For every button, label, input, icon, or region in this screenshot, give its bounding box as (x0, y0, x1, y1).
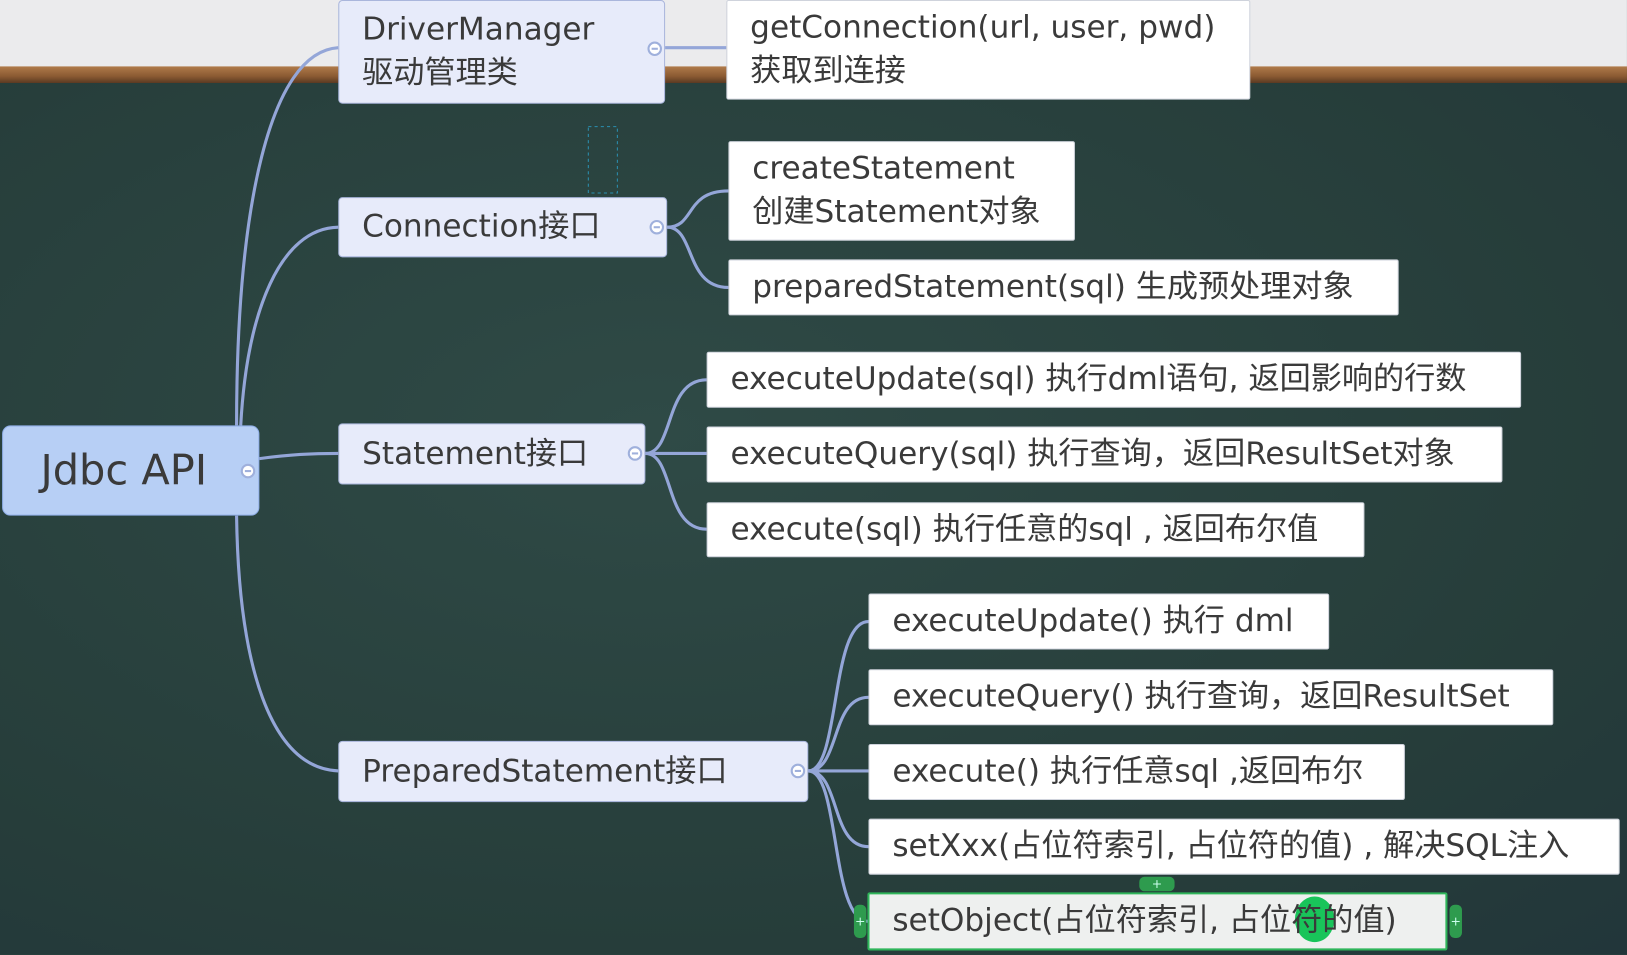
collapse-icon[interactable] (647, 41, 662, 57)
connector (235, 46, 339, 426)
subtopic-label: executeUpdate(sql) 执行dml语句, 返回影响的行数 (730, 361, 1467, 398)
connector (239, 225, 339, 426)
subtopic-getconnection[interactable]: getConnection(url, user, pwd) 获取到连接 (726, 0, 1251, 100)
subtopic-execute-sql[interactable]: execute(sql) 执行任意的sql , 返回布尔值 (706, 502, 1365, 558)
subtopic-executeupdate[interactable]: executeUpdate() 执行 dml (868, 593, 1330, 650)
topic-label: DriverManager (362, 11, 595, 48)
topic-statement[interactable]: Statement接口 (338, 423, 646, 485)
subtopic-executequery[interactable]: executeQuery() 执行查询，返回ResultSet (868, 669, 1554, 726)
connector (807, 619, 869, 773)
topic-preparedstatement[interactable]: PreparedStatement接口 (338, 740, 809, 803)
topic-label: 驱动管理类 (362, 54, 518, 92)
subtopic-executeupdate-sql[interactable]: executeUpdate(sql) 执行dml语句, 返回影响的行数 (706, 351, 1522, 408)
subtopic-label: 获取到连接 (750, 52, 906, 90)
subtopic-createstatement[interactable]: createStatement 创建Statement对象 (728, 141, 1075, 241)
subtopic-label: executeQuery(sql) 执行查询，返回ResultSet对象 (730, 435, 1455, 473)
subtopic-label: execute(sql) 执行任意的sql , 返回布尔值 (730, 511, 1319, 548)
connector (645, 451, 707, 531)
subtopic-executequery-sql[interactable]: executeQuery(sql) 执行查询，返回ResultSet对象 (706, 426, 1503, 483)
topic-connection[interactable]: Connection接口 (338, 197, 668, 258)
collapse-icon[interactable] (649, 219, 665, 235)
topic-label: Connection接口 (362, 208, 601, 245)
mouse-cursor-highlight (1294, 896, 1335, 943)
add-topic-right-icon[interactable]: + (1449, 904, 1462, 938)
connector (645, 378, 707, 455)
connector (666, 225, 729, 289)
root-label: Jdbc API (40, 446, 208, 495)
subtopic-setobject-selected[interactable]: setObject(占位符索引, 占位符的值) (867, 892, 1448, 951)
collapse-icon[interactable] (240, 463, 256, 479)
subtopic-execute[interactable]: execute() 执行任意sql ,返回布尔 (868, 743, 1405, 800)
subtopic-label: setXxx(占位符索引, 占位符的值) , 解决SQL注入 (892, 828, 1570, 865)
subtopic-label: getConnection(url, user, pwd) (750, 9, 1216, 46)
collapse-icon[interactable] (627, 446, 643, 461)
subtopic-preparedstatement[interactable]: preparedStatement(sql) 生成预处理对象 (728, 259, 1399, 316)
subtopic-label: preparedStatement(sql) 生成预处理对象 (752, 268, 1354, 306)
add-topic-above-icon[interactable]: + (1139, 876, 1175, 892)
collapse-icon[interactable] (790, 763, 806, 779)
topic-label: Statement接口 (362, 435, 589, 472)
connector (667, 189, 729, 229)
add-topic-left-icon[interactable]: + (853, 904, 867, 938)
subtopic-label: executeQuery() 执行查询，返回ResultSet (892, 678, 1510, 715)
connector (808, 769, 869, 849)
subtopic-label: 创建Statement对象 (752, 194, 1041, 231)
connector (259, 451, 339, 461)
subtopic-label: execute() 执行任意sql ,返回布尔 (892, 753, 1364, 790)
subtopic-setxxx[interactable]: setXxx(占位符索引, 占位符的值) , 解决SQL注入 (868, 818, 1620, 875)
root-node[interactable]: Jdbc API (2, 425, 260, 516)
connector (808, 695, 869, 773)
connector (235, 515, 339, 773)
subtopic-label-editing[interactable]: setObject(占位符索引, 占位符的值) (892, 902, 1397, 940)
subtopic-label: executeUpdate() 执行 dml (892, 602, 1294, 640)
subtopic-label: createStatement (752, 150, 1015, 187)
drop-indicator (587, 126, 618, 194)
topic-label: PreparedStatement接口 (362, 752, 728, 790)
topic-drivermanager[interactable]: DriverManager 驱动管理类 (338, 0, 666, 104)
